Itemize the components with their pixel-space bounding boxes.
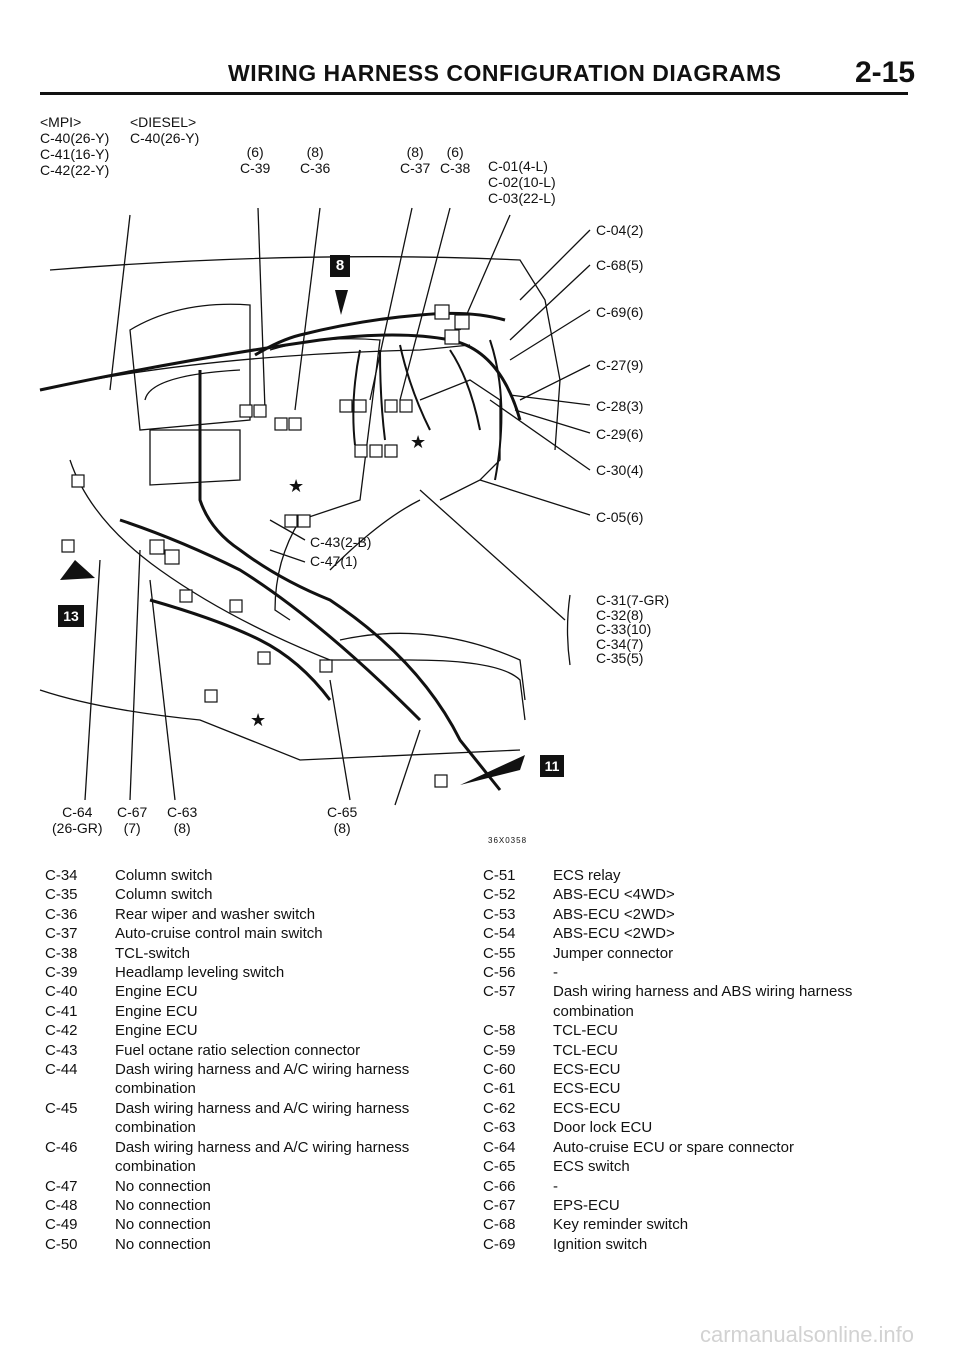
mpi-group: <MPI> C-40(26-Y) C-41(16-Y) C-42(22-Y) [40, 114, 110, 178]
label-c-36: (8)C-36 [300, 144, 331, 176]
wiring-diagram: 8 13 11 ★ ★ ★ <MPI> C-40(26-Y) C-41(16-Y… [0, 100, 960, 860]
star-1: ★ [288, 476, 305, 496]
label-c-67: C-67(7) [117, 804, 148, 836]
label-c-65: C-65(8) [327, 804, 358, 836]
badge-11: 11 [540, 755, 564, 777]
label-c-38: (6)C-38 [440, 144, 471, 176]
legend-row-cont: combination [115, 1119, 196, 1137]
badge-8: 8 [330, 255, 350, 277]
label-c-63: C-63(8) [167, 804, 198, 836]
legend-row: C-56- [483, 964, 558, 982]
page-number: 2-15 [855, 56, 916, 89]
diesel-group: <DIESEL> C-40(26-Y) [130, 114, 200, 146]
label-c-28: C-28(3) [596, 398, 644, 414]
label-c-31-group: C-31(7-GR) C-32(8) C-33(10) C-34(7) C-35… [596, 592, 670, 666]
label-c-43: C-43(2-B) [310, 534, 372, 550]
label-c-68: C-68(5) [596, 257, 644, 273]
figure-code: 36X0358 [488, 836, 528, 845]
label-c-30: C-30(4) [596, 462, 644, 478]
legend-row: C-66- [483, 1177, 558, 1195]
label-c-27: C-27(9) [596, 357, 644, 373]
legend-row-cont: combination [553, 1002, 634, 1020]
label-c-39: (6)C-39 [240, 144, 271, 176]
label-c-47: C-47(1) [310, 553, 358, 569]
badge-13: 13 [58, 605, 84, 627]
page-title: WIRING HARNESS CONFIGURATION DIAGRAMS [228, 60, 782, 86]
label-c-29: C-29(6) [596, 426, 644, 442]
label-c-04: C-04(2) [596, 222, 644, 238]
label-c-64: C-64(26-GR) [52, 804, 103, 836]
label-c-69: C-69(6) [596, 304, 644, 320]
watermark: carmanualsonline.info [700, 1322, 915, 1347]
arrow-8 [335, 290, 348, 315]
star-2: ★ [410, 432, 427, 452]
label-c-01-group: C-01(4-L) C-02(10-L) C-03(22-L) [488, 158, 556, 206]
arrow-11 [460, 755, 525, 785]
legend-row-cont: combination [115, 1080, 196, 1098]
arrow-13 [60, 560, 95, 580]
label-c-37: (8)C-37 [400, 144, 431, 176]
legend-row-cont: combination [115, 1158, 196, 1176]
label-c-05: C-05(6) [596, 509, 644, 525]
header-rule [40, 92, 908, 95]
wiring-diagram-art [39, 207, 591, 806]
star-3: ★ [250, 710, 267, 730]
